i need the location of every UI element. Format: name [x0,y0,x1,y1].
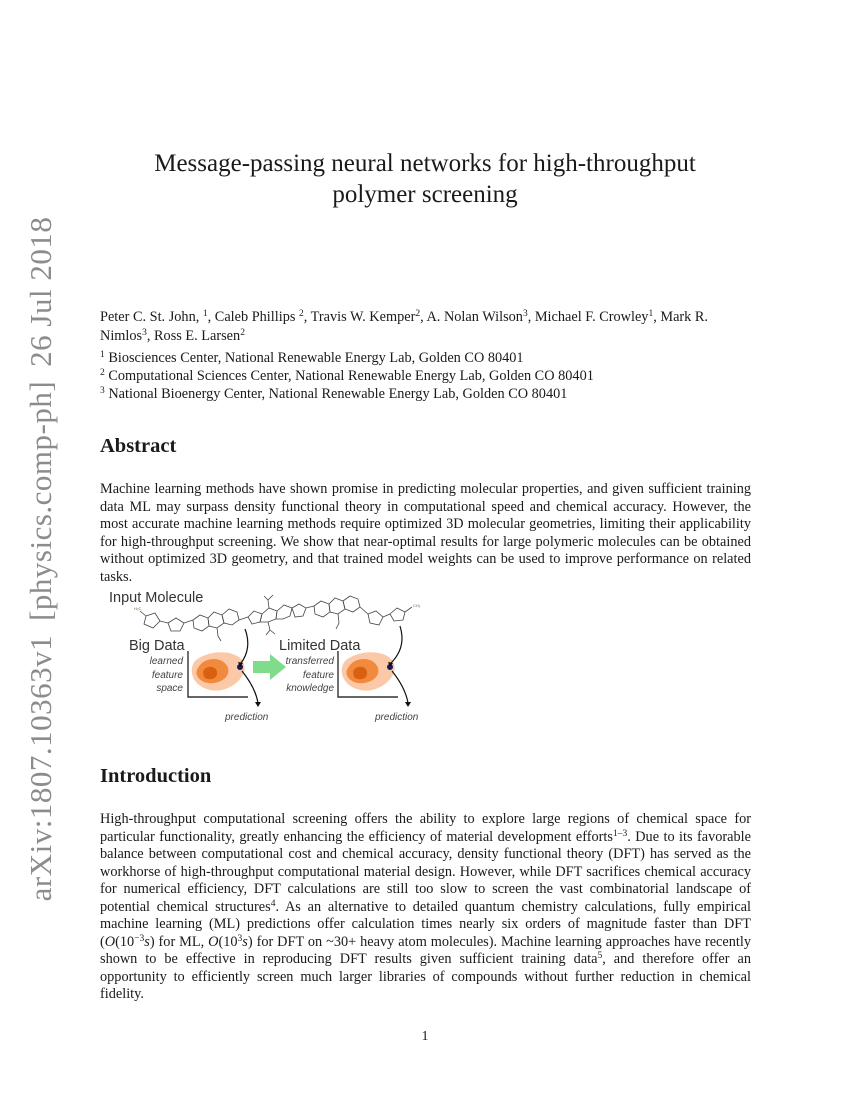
page-number: 1 [421,1029,429,1044]
arxiv-category: [physics.comp-ph] [23,380,58,621]
arxiv-date: 26 Jul 2018 [23,216,58,367]
abstract-text: Machine learning methods have shown prom… [100,481,751,585]
molecule-diagram: H₃C CH₃ [134,594,421,707]
arxiv-side-stamp: arXiv:1807.10363v1 [physics.comp-ph] 26 Ju… [23,203,59,902]
author-affiliation-marker: 3 [522,309,528,319]
math-italic: O [104,933,116,950]
author-name: A. Nolan Wilson [426,309,523,325]
author-affiliation-marker: 2 [240,328,245,338]
affiliation-item: 3 National Bioenergy Center, National Re… [100,386,568,402]
citation-superscript: 4 [270,898,276,909]
affiliation-list: 1 Biosciences Center, National Renewable… [100,349,760,403]
author-name: Mark R. Nimlos [100,309,709,344]
author-affiliation-marker: 2 [298,309,304,319]
paper-title: Message-passing neural networks for high… [0,148,850,210]
affiliation-item: 2 Computational Sciences Center, Nationa… [100,368,594,384]
arxiv-id: arXiv:1807.10363v1 [23,634,58,902]
citation-superscript: 1–3 [612,828,628,839]
author-name: Michael F. Crowley [534,309,649,325]
author-list: Peter C. St. John, 1, Caleb Phillips 2, … [100,309,709,344]
left-axes [187,651,248,698]
math-italic: s [144,933,150,950]
input-molecule-label: Input Molecule [109,590,204,606]
author-name: Ross E. Larsen [154,328,241,344]
transfer-arrow-icon [253,654,286,680]
right-axes [337,651,398,698]
author-name: Peter C. St. John, [100,309,203,325]
introduction-text: High-throughput computational screening … [100,811,751,1002]
citation-superscript: 5 [597,951,603,961]
title-line-1: Message-passing neural networks for high… [154,150,696,177]
author-affiliation-marker: 3 [142,328,147,338]
author-affiliation-marker: 1 [648,309,654,319]
introduction-heading: Introduction [100,765,212,787]
left-density-plot [191,652,245,691]
svg-text:H₃C: H₃C [134,606,142,611]
svg-text:CH₃: CH₃ [413,603,421,608]
author-name: Travis W. Kemper [310,309,416,325]
right-prediction-label: prediction [375,712,419,723]
title-line-2: polymer screening [332,181,518,208]
affiliation-item: 1 Biosciences Center, National Renewable… [100,350,524,366]
citation-superscript: 3 [237,933,243,944]
math-italic: s [242,933,248,950]
limited-data-label: Limited Data [279,638,361,654]
left-prediction-label: prediction [225,712,269,723]
citation-superscript: −3 [134,933,145,944]
toc-figure: H₃C CH₃ Input Molecule Big [100,586,440,731]
math-italic: O [208,933,219,950]
right-density-plot [341,652,395,691]
abstract-heading: Abstract [100,435,177,457]
big-data-label: Big Data [129,638,185,654]
author-affiliation-marker: 1 [202,309,208,319]
author-affiliation-marker: 2 [415,309,421,319]
author-name: Caleb Phillips [214,309,299,325]
